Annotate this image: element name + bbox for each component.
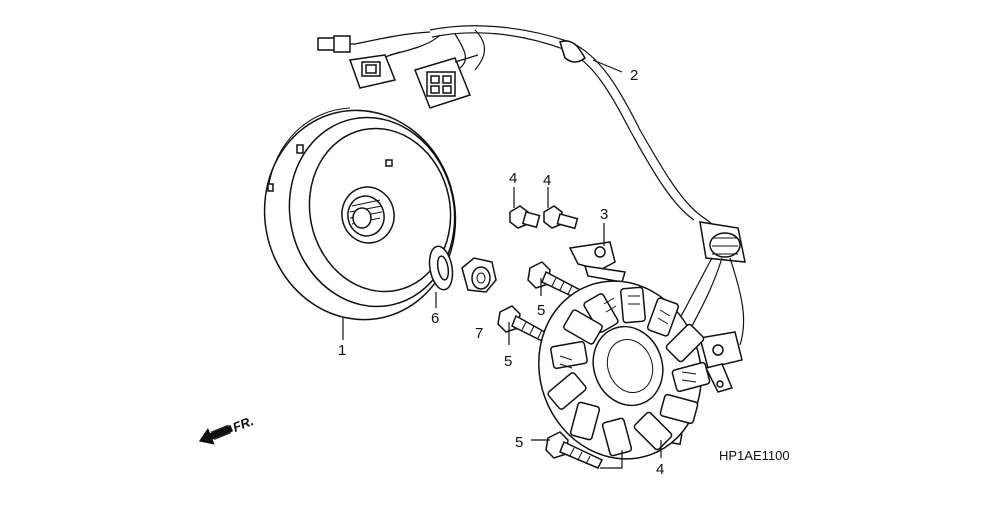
callout-bolt-lower-right: 4 <box>656 461 664 478</box>
wire-harness <box>317 25 746 393</box>
callout-nut: 7 <box>475 325 483 342</box>
flange-bolt-lower <box>545 431 604 469</box>
callout-bolt-upper-right: 4 <box>543 172 551 189</box>
front-label: FR. <box>231 413 256 435</box>
flywheel <box>263 107 457 321</box>
leader-lines <box>342 59 662 469</box>
connector-right <box>414 54 479 109</box>
bolt-upper-right <box>543 205 579 230</box>
grommet <box>699 221 746 263</box>
diagram-code: HP1AE1100 <box>719 448 790 463</box>
wire-clamp <box>568 241 626 287</box>
front-indicator: FR. <box>198 413 256 445</box>
flywheel-nut <box>461 257 497 293</box>
callouts: 1 2 3 4 4 5 5 5 6 7 4 <box>338 67 664 478</box>
callout-flywheel: 1 <box>338 342 346 359</box>
bolt-upper-left <box>509 205 541 229</box>
pulse-generator-bracket <box>699 331 743 393</box>
callout-clamp: 3 <box>600 206 608 223</box>
callout-wire-harness: 2 <box>630 67 638 84</box>
stator <box>538 280 711 460</box>
callout-washer: 6 <box>431 310 439 327</box>
washer <box>428 245 454 291</box>
callout-flange-bolt-upper: 5 <box>537 302 545 319</box>
callout-bolt-upper-left: 4 <box>509 170 517 187</box>
front-arrow-icon <box>198 424 234 445</box>
callout-flange-bolt-middle: 5 <box>504 353 512 370</box>
callout-flange-bolt-lower: 5 <box>515 434 523 451</box>
connector-left <box>348 51 401 89</box>
